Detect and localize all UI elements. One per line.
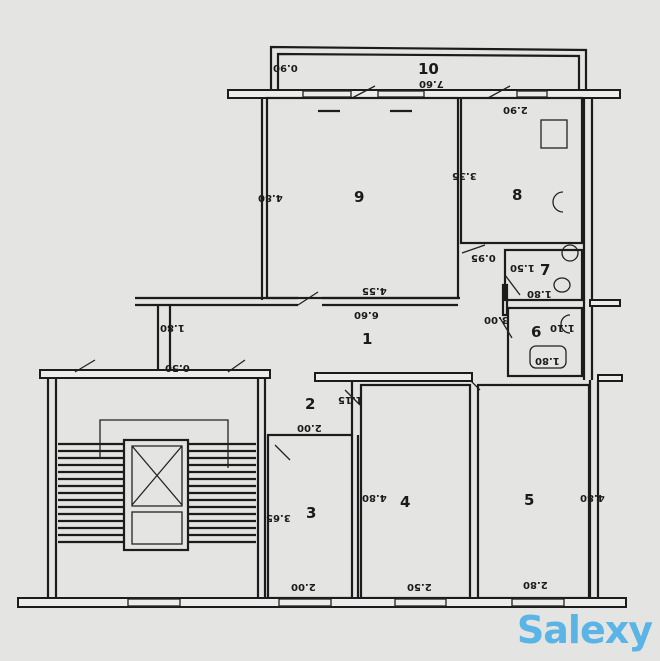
room-label-4: 4 bbox=[400, 493, 410, 511]
room-label-9: 9 bbox=[354, 188, 364, 206]
dim-label: 1.80 bbox=[527, 288, 552, 299]
dim-label: 7.60 bbox=[419, 78, 444, 89]
dim-label: 1.10 bbox=[550, 322, 575, 333]
dim-label: 4.80 bbox=[258, 192, 283, 203]
dim-label: 2.50 bbox=[407, 581, 432, 592]
dim-label: 1.15 bbox=[338, 394, 363, 405]
stairs bbox=[58, 442, 256, 544]
bathtub-icon bbox=[529, 345, 567, 369]
stairwell-walls bbox=[46, 378, 267, 598]
dim-label: 2.90 bbox=[503, 104, 528, 115]
dim-label: 3.35 bbox=[452, 170, 477, 181]
dim-label: 0.50 bbox=[165, 362, 190, 373]
dim-label: 4.80 bbox=[362, 492, 387, 503]
salexy-watermark: Salexy bbox=[516, 608, 653, 652]
window bbox=[394, 598, 447, 607]
dim-label: 3.65 bbox=[266, 512, 291, 523]
dim-label: 3.00 bbox=[484, 314, 509, 325]
sink-icon bbox=[552, 191, 564, 213]
bottom-exterior-wall bbox=[17, 597, 627, 608]
corridor bbox=[156, 305, 172, 372]
dim-label: 1.50 bbox=[510, 262, 535, 273]
room-label-1: 1 bbox=[362, 330, 372, 348]
room-label-7: 7 bbox=[540, 261, 550, 279]
washbasin-icon bbox=[561, 244, 579, 262]
room-8 bbox=[459, 96, 584, 245]
elevator-shaft bbox=[122, 438, 190, 552]
dim-label: 4.80 bbox=[580, 492, 605, 503]
room-label-2: 2 bbox=[305, 395, 315, 413]
elevator-icon bbox=[131, 445, 183, 507]
dim-label: 1.80 bbox=[160, 322, 185, 333]
hall-wall bbox=[135, 296, 460, 307]
balcony-outline bbox=[269, 45, 588, 92]
room-label-3: 3 bbox=[306, 504, 316, 522]
dim-label: 2.00 bbox=[291, 581, 316, 592]
right-exterior-wall bbox=[582, 98, 600, 600]
dim-label: 0.90 bbox=[273, 62, 298, 73]
door-swing bbox=[351, 85, 511, 99]
window bbox=[511, 598, 565, 607]
dim-label: 2.00 bbox=[297, 422, 322, 433]
dim-label: 4.55 bbox=[362, 285, 387, 296]
room-2-closet bbox=[350, 380, 360, 598]
room-label-8: 8 bbox=[512, 186, 522, 204]
room-label-5: 5 bbox=[524, 491, 534, 509]
washbasin-icon bbox=[560, 314, 571, 334]
dim-label: 1.80 bbox=[535, 355, 560, 366]
room-label-10: 10 bbox=[418, 60, 439, 78]
stove-icon bbox=[540, 119, 568, 149]
dim-label: 0.95 bbox=[471, 252, 496, 263]
room-label-6: 6 bbox=[531, 323, 541, 341]
room-4 bbox=[359, 383, 472, 600]
stair-top-wall bbox=[39, 369, 271, 379]
dim-label: 6.60 bbox=[354, 309, 379, 320]
dim-label: 2.80 bbox=[523, 579, 548, 590]
window bbox=[127, 598, 181, 607]
window bbox=[278, 598, 332, 607]
room-6-bath bbox=[506, 306, 584, 378]
partition-wall bbox=[314, 372, 473, 382]
door-swing bbox=[461, 244, 521, 391]
stair-arrow bbox=[99, 419, 229, 468]
toilet-icon bbox=[553, 277, 571, 293]
